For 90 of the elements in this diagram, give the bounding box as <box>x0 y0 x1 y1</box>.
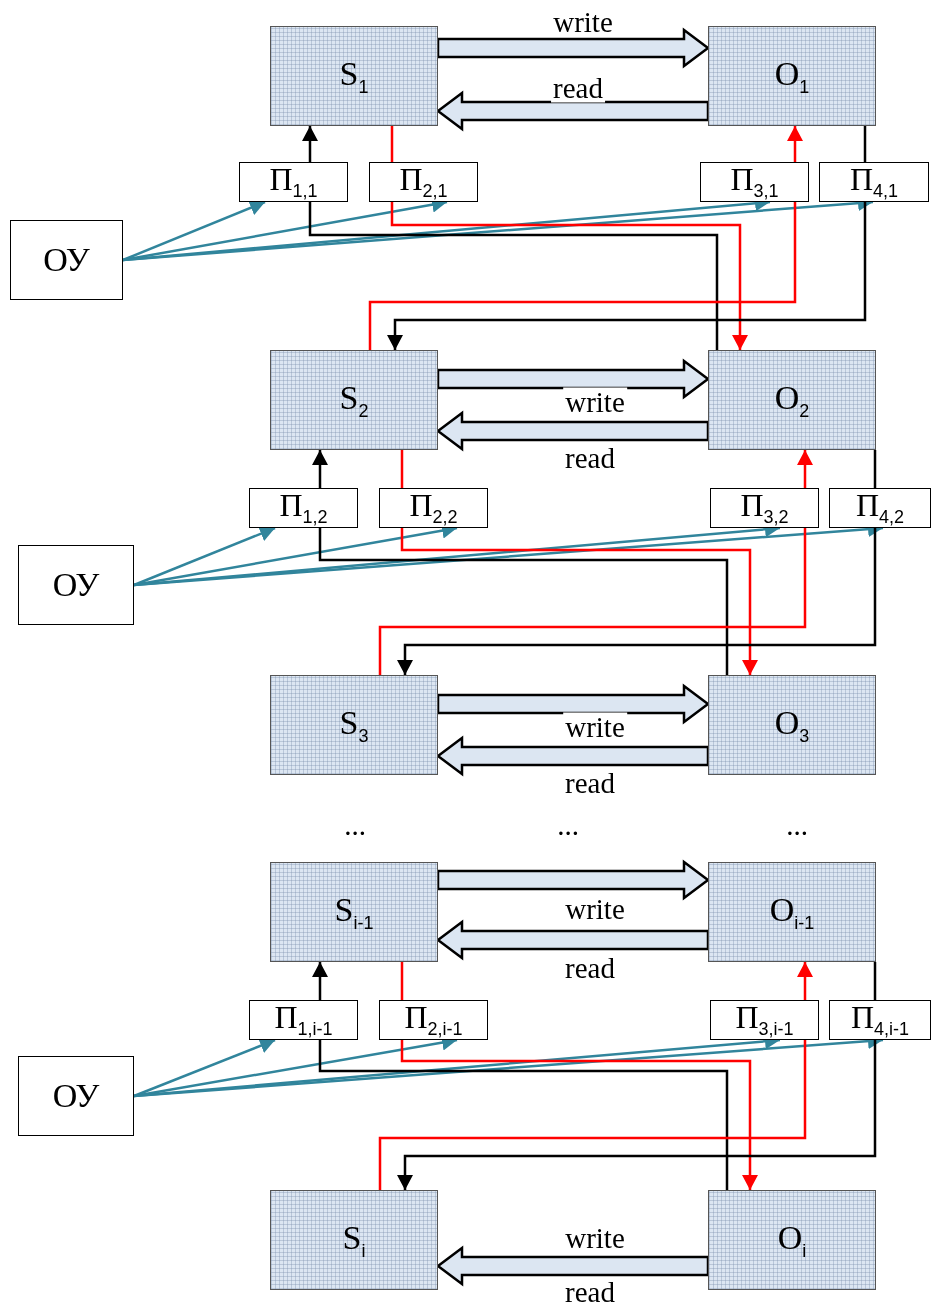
process-box <box>18 545 134 625</box>
node-label: S$_{i}$ <box>342 1220 366 1260</box>
process-box <box>270 26 438 126</box>
node-label: Π$_{2,1}$ <box>399 163 448 201</box>
process-box <box>249 1000 358 1040</box>
node-label: O$_{3}$ <box>774 705 810 745</box>
node-label: S$_{3}$ <box>339 705 369 745</box>
node-label: S$_{i-1}$ <box>334 892 374 932</box>
process-box <box>708 675 876 775</box>
process-box <box>708 26 876 126</box>
block-arrow <box>436 358 711 400</box>
block-arrow <box>436 27 711 69</box>
process-box <box>708 350 876 450</box>
node-label: Π$_{1,i-1}$ <box>274 1001 333 1039</box>
connector-line <box>863 126 867 162</box>
connector-line <box>378 1040 807 1190</box>
node-label: Π$_{1,2}$ <box>279 489 328 527</box>
process-box <box>270 350 438 450</box>
arrow <box>387 202 867 350</box>
process-box <box>700 162 809 202</box>
note-text: write <box>565 1223 625 1253</box>
note-text: ... <box>786 810 808 840</box>
connector-line <box>400 450 404 488</box>
node-label: S$_{1}$ <box>339 56 369 96</box>
node-label: O$_{1}$ <box>774 56 810 96</box>
node-label: ОУ <box>52 568 100 602</box>
process-box <box>239 162 348 202</box>
node-label: O$_{i}$ <box>777 1220 807 1260</box>
node-label: Π$_{3,2}$ <box>740 489 789 527</box>
node-label: Π$_{1,1}$ <box>269 163 318 201</box>
note-text: ... <box>557 810 579 840</box>
node-label: Π$_{4,2}$ <box>855 489 905 527</box>
process-box <box>270 1190 438 1290</box>
connector-line <box>318 528 729 675</box>
connector-line <box>378 528 807 675</box>
process-box <box>270 862 438 962</box>
node-label: Π$_{2,2}$ <box>409 489 458 527</box>
process-box <box>710 488 819 528</box>
block-arrow <box>435 919 710 961</box>
process-box <box>829 488 931 528</box>
process-box <box>710 1000 819 1040</box>
node-label: Π$_{4,i-1}$ <box>850 1001 910 1039</box>
process-box <box>829 1000 931 1040</box>
node-label: O$_{2}$ <box>774 380 810 420</box>
connector-line <box>308 202 719 350</box>
connector-line <box>368 202 797 350</box>
process-box <box>819 162 929 202</box>
process-box <box>379 488 488 528</box>
arrow <box>122 200 266 262</box>
arrow <box>787 126 803 162</box>
process-box <box>708 862 876 962</box>
node-label: Π$_{2,i-1}$ <box>404 1001 463 1039</box>
arrow <box>390 202 748 350</box>
node-label: S$_{2}$ <box>339 380 369 420</box>
process-box <box>379 1000 488 1040</box>
arrow <box>133 526 276 587</box>
arrow <box>302 126 318 162</box>
process-box <box>270 675 438 775</box>
node-label: ОУ <box>43 243 90 277</box>
node-label: Π$_{3,1}$ <box>730 163 779 201</box>
node-label: Π$_{3,i-1}$ <box>735 1001 794 1039</box>
arrow <box>797 962 813 1000</box>
arrow <box>312 962 328 1000</box>
block-arrow <box>436 859 711 901</box>
process-box <box>369 162 478 202</box>
process-box <box>18 1056 134 1136</box>
arrow <box>312 450 328 488</box>
connector-line <box>873 962 877 1000</box>
process-box <box>708 1190 876 1290</box>
arrow <box>397 528 877 675</box>
process-box <box>249 488 358 528</box>
connector-line <box>390 126 394 162</box>
arrow <box>400 528 758 675</box>
connector-line <box>318 1040 729 1190</box>
arrow <box>397 1040 877 1190</box>
node-label: O$_{i-1}$ <box>769 892 815 932</box>
arrow <box>797 450 813 488</box>
block-arrow <box>435 90 710 132</box>
connector-line <box>400 962 404 1000</box>
node-label: Π$_{4,1}$ <box>849 163 899 201</box>
node-label: ОУ <box>52 1079 100 1113</box>
block-arrow <box>435 410 710 452</box>
process-box <box>10 220 123 300</box>
block-arrow <box>436 683 711 725</box>
block-arrow <box>435 1245 710 1287</box>
block-arrow <box>435 735 710 777</box>
connector-line <box>873 450 877 488</box>
note-text: ... <box>344 810 366 840</box>
arrow <box>400 1040 758 1190</box>
arrow <box>133 1038 276 1098</box>
